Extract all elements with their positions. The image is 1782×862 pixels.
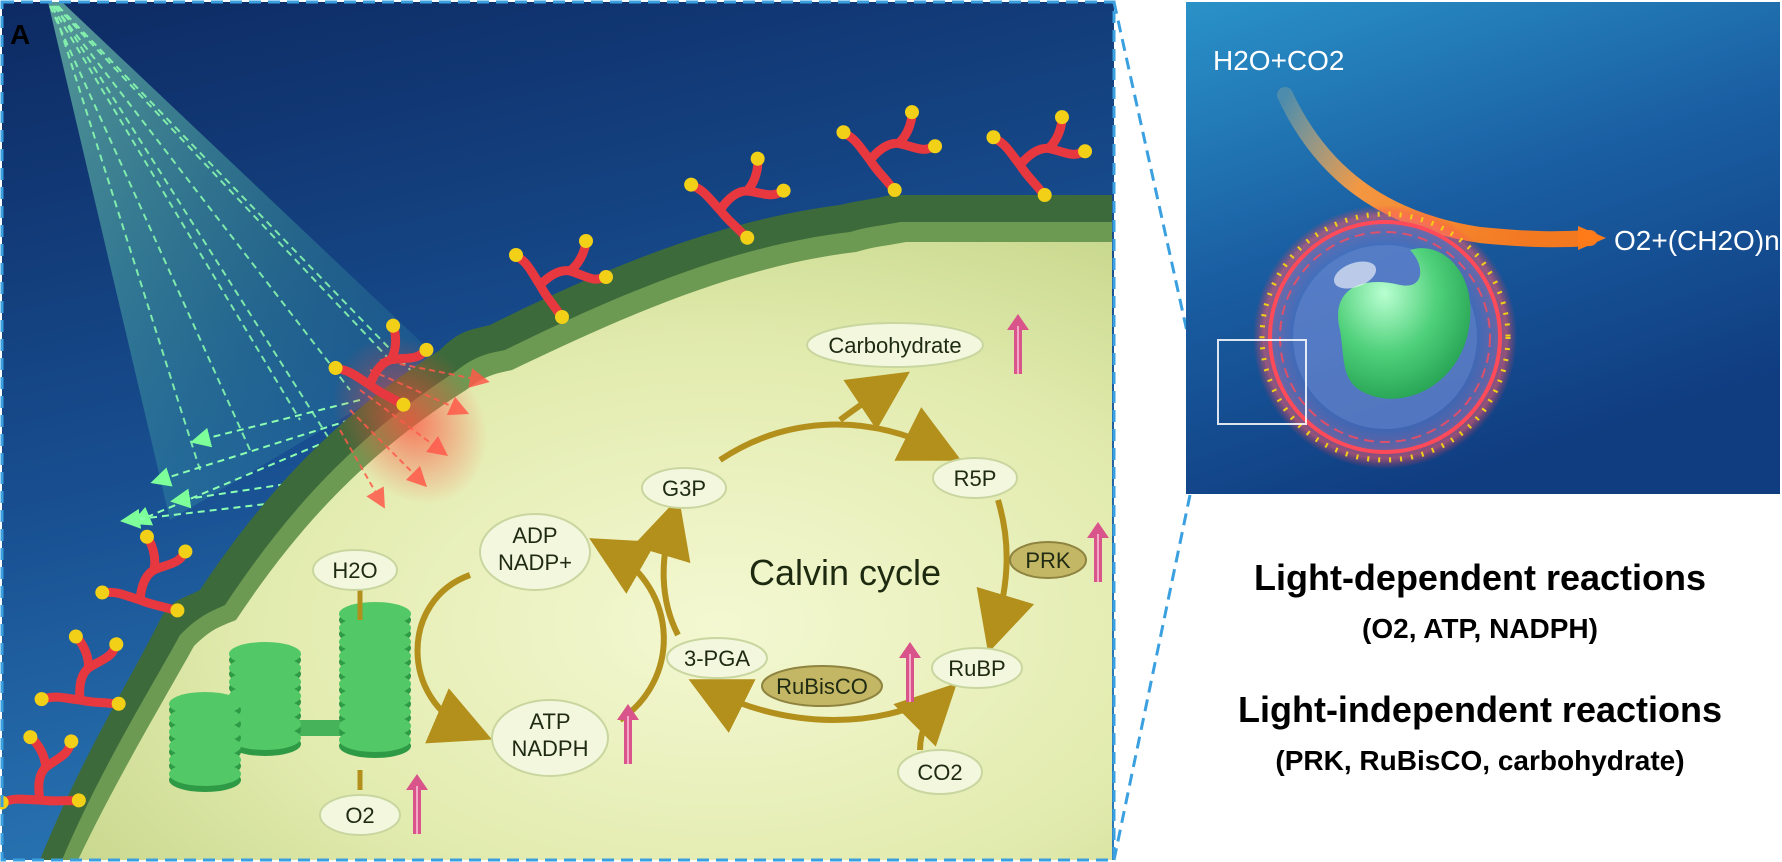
panel-border [0, 0, 1116, 862]
g3p-label: G3P [662, 476, 706, 501]
rubisco-enzyme: RuBisCO [761, 642, 921, 707]
light-independent-title: Light-independent reactions [1238, 689, 1722, 730]
cycle-title: Calvin cycle [749, 552, 941, 593]
panel-label: A [10, 19, 30, 50]
captions: Light-dependent reactions (O2, ATP, NADP… [1238, 557, 1722, 776]
thylakoid-stack-icon [169, 590, 411, 792]
co2-label: CO2 [917, 760, 962, 785]
microbe-cell-icon [1253, 205, 1517, 469]
zoom-connector [1112, 1, 1192, 861]
adp-nadp-pill: ADP NADP+ [479, 513, 591, 591]
pga-pill: 3-PGA [666, 637, 768, 679]
inset-panel: H2O+CO2 O2+(CH2O)n [1186, 2, 1780, 494]
inset-products: O2+(CH2O)n [1614, 225, 1780, 256]
prk-label: PRK [1025, 548, 1071, 573]
pga-label: 3-PGA [684, 646, 750, 671]
light-dependent-items: (O2, ATP, NADPH) [1362, 613, 1598, 644]
o2-pill: O2 [319, 774, 428, 836]
inset-reactants: H2O+CO2 [1213, 45, 1345, 76]
rubisco-label: RuBisCO [776, 674, 868, 699]
o2-label: O2 [345, 803, 374, 828]
rubp-label: RuBP [948, 656, 1005, 681]
zoom-box [1217, 339, 1307, 425]
co2-pill: CO2 [897, 749, 983, 795]
atp-cycle-arrows [414, 538, 667, 744]
atp-label: ATP [529, 709, 570, 734]
calvin-cycle-arrows [632, 371, 1035, 751]
r5p-pill: R5P [932, 457, 1018, 499]
nadp-label: NADP+ [498, 550, 572, 575]
atp-nadph-pill: ATP NADPH [491, 699, 639, 777]
carbohydrate-label: Carbohydrate [828, 333, 961, 358]
h2o-pill: H2O [312, 549, 398, 591]
carbohydrate-pill: Carbohydrate [806, 314, 1029, 374]
nadph-label: NADPH [511, 736, 588, 761]
adp-label: ADP [512, 523, 557, 548]
r5p-label: R5P [954, 466, 997, 491]
light-dependent-title: Light-dependent reactions [1254, 557, 1706, 598]
rubp-pill: RuBP [931, 647, 1023, 689]
light-independent-items: (PRK, RuBisCO, carbohydrate) [1275, 745, 1684, 776]
g3p-pill: G3P [641, 467, 727, 509]
prk-enzyme: PRK [1009, 522, 1109, 582]
h2o-label: H2O [332, 558, 377, 583]
main-panel: Calvin cycle Carbohydrate R5P G3P PRK Ru… [0, 0, 1116, 862]
